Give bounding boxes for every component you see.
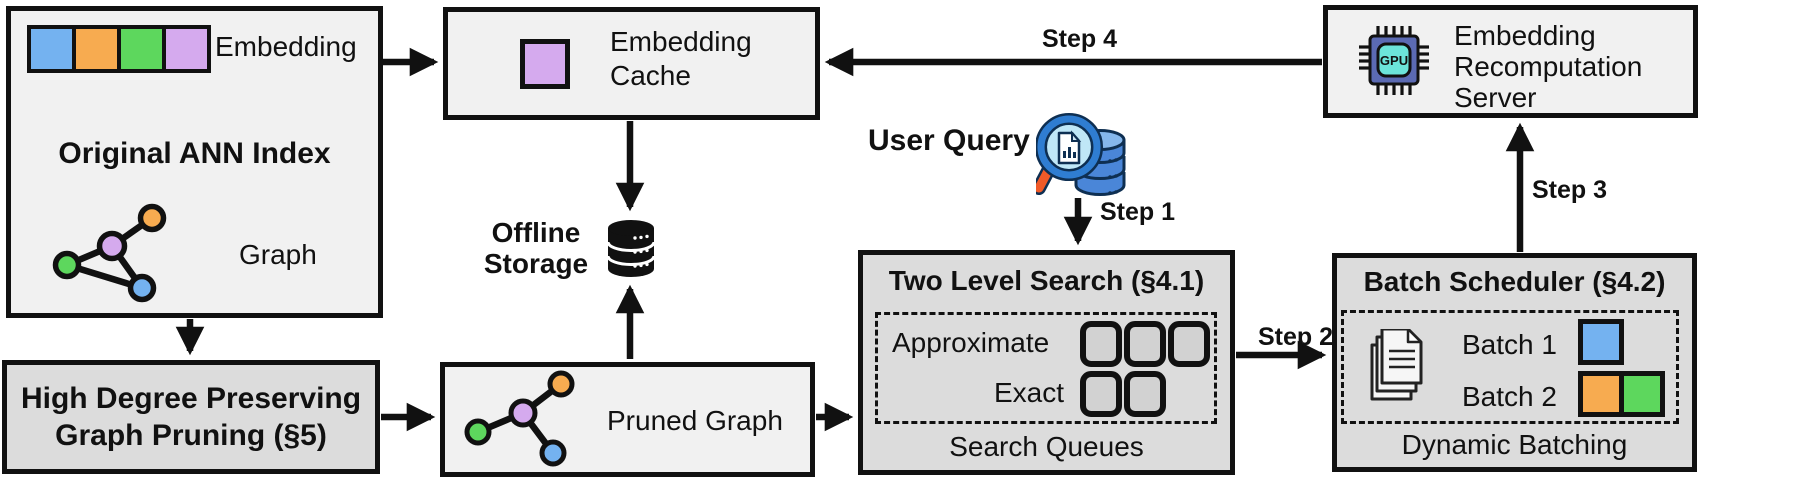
two-level-search-box: Two Level Search (§4.1) Approximate Exac…: [858, 250, 1235, 475]
embedding-cell-orange: [72, 29, 117, 69]
documents-stack-icon: [1370, 329, 1423, 401]
user-query-label: User Query: [868, 124, 1030, 157]
purple-square-icon: [520, 39, 570, 89]
step1-label: Step 1: [1100, 198, 1176, 226]
exact-label: Exact: [994, 377, 1065, 408]
queue-cell: [1080, 371, 1122, 417]
batch2-square-green: [1619, 376, 1660, 412]
two-level-search-title: Two Level Search (§4.1): [888, 265, 1205, 296]
embedding-cell-blue: [31, 29, 72, 69]
original-ann-index-box: Embedding Original ANN Index Graph: [6, 6, 383, 318]
database-icon: [606, 220, 656, 277]
magnifier-database-icon: [1036, 112, 1126, 196]
queue-cell: [1168, 321, 1210, 367]
step2-label: Step 2: [1258, 323, 1334, 351]
gpu-chip-icon: GPU: [1359, 26, 1429, 95]
step3-label: Step 3: [1532, 176, 1608, 204]
dynamic-batching-caption: Dynamic Batching: [1401, 429, 1628, 460]
dynamic-batching-region: Batch 1 Batch 2: [1341, 310, 1679, 424]
pruned-graph-label: Pruned Graph: [607, 405, 783, 436]
graph-label: Graph: [239, 239, 317, 270]
queue-cell: [1124, 371, 1166, 417]
original-graph-icon: [52, 203, 167, 303]
step4-label: Step 4: [1042, 25, 1118, 53]
high-degree-pruning-box: High Degree Preserving Graph Pruning (§5…: [2, 360, 380, 474]
embedding-cell-purple: [162, 29, 207, 69]
batch1-label: Batch 1: [1462, 329, 1557, 360]
embedding-label: Embedding: [215, 31, 357, 62]
high-degree-pruning-label: High Degree Preserving Graph Pruning (§5…: [20, 382, 362, 452]
queue-cell: [1080, 321, 1122, 367]
offline-storage-label: Offline Storage: [483, 217, 589, 279]
search-queues-caption: Search Queues: [949, 431, 1144, 462]
approximate-queue-cells: [1080, 321, 1212, 367]
batch2-square-orange: [1583, 376, 1619, 412]
embedding-cache-box: Embedding Cache: [443, 7, 820, 120]
embedding-cell-green: [117, 29, 162, 69]
batch1-square-blue: [1578, 319, 1624, 365]
batch2-squares: [1578, 371, 1665, 417]
pruned-graph-icon: [464, 370, 575, 467]
recomputation-server-label: Embedding Recomputation Server: [1454, 20, 1643, 113]
search-queues-region: Approximate Exact: [875, 312, 1217, 424]
original-ann-index-title: Original ANN Index: [58, 137, 331, 170]
pruned-graph-box: Pruned Graph: [440, 362, 815, 477]
batch2-label: Batch 2: [1462, 381, 1557, 412]
queue-cell: [1124, 321, 1166, 367]
gpu-chip-label: GPU: [1380, 53, 1408, 68]
embedding-vector-strip: [27, 25, 211, 73]
batch-scheduler-title: Batch Scheduler (§4.2): [1363, 266, 1666, 297]
approximate-label: Approximate: [892, 327, 1050, 358]
recomputation-server-box: GPU Embedding Recomputation Server: [1323, 5, 1698, 118]
batch-scheduler-box: Batch Scheduler (§4.2): [1332, 253, 1697, 472]
embedding-cache-label: Embedding Cache: [610, 26, 752, 91]
exact-queue-cells: [1080, 371, 1168, 417]
